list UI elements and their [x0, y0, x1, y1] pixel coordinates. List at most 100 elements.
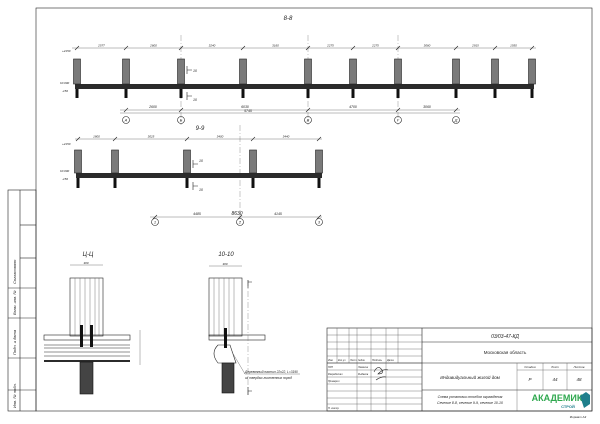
axis-label: Б: [180, 118, 183, 123]
title-block: 03/03-47-КД Московская область Индивидуа…: [326, 327, 593, 419]
header-cell: Изм.: [328, 359, 334, 362]
section-title: Ц-Ц: [83, 252, 94, 258]
dimension-label: 4485: [193, 212, 201, 216]
side-stamp: Согласовано Взам. инв. № Подп. и дата Ин…: [7, 189, 37, 412]
dimension-label: 3400: [217, 135, 224, 139]
dimension-label: 1550: [510, 44, 517, 48]
sheet-value: 44: [552, 377, 558, 382]
axis-label: Г: [397, 118, 400, 123]
post-footing: [306, 89, 310, 98]
dimension-label: 2275: [326, 44, 334, 48]
fence-post: [177, 58, 185, 85]
dimension-label: 2275: [371, 44, 379, 48]
stamp-approved: Согласовано: [12, 259, 17, 284]
dimension-label: 2600: [149, 44, 157, 48]
level-mid: ±0.000: [60, 169, 69, 173]
sheets-label: Листов: [573, 365, 585, 369]
role-norm-control: Н. контр.: [328, 407, 340, 410]
width-dim: 300: [83, 261, 88, 265]
fence-post: [74, 149, 82, 174]
dimension-label: 4700: [349, 105, 357, 109]
sheets-value: 48: [576, 377, 582, 382]
note-line-1: Деревянный настил 22х22, L=3190: [244, 370, 298, 374]
fence-post: [73, 58, 81, 85]
dimension-label: 3240: [209, 44, 216, 48]
dimension-label: 3160: [272, 44, 279, 48]
section-9-9: 9-9 +2150 ±0.000 -150 10 10 8630: [60, 125, 322, 222]
post-footing: [185, 178, 189, 188]
axis-label: В: [307, 118, 310, 123]
note-line-2: из твердых лиственных пород: [245, 376, 292, 380]
section-title: 10-10: [218, 252, 234, 258]
dimension-label: 2915: [471, 44, 479, 48]
fence-post: [394, 58, 402, 85]
axis-marker: [177, 116, 185, 124]
post-footing: [251, 178, 255, 188]
dimension-label: 6030: [241, 105, 249, 109]
dimension-label: 1800: [93, 135, 100, 139]
axis-label: 2: [238, 220, 242, 225]
cut-label: 10: [193, 98, 197, 102]
level-bot: -150: [62, 89, 68, 93]
name-developer: Рыбаков: [358, 373, 369, 376]
role-checker: Проверил: [328, 380, 340, 383]
axis-label: А: [124, 118, 128, 123]
dimension-label: 3060: [423, 105, 431, 109]
axis-marker: [452, 116, 460, 124]
cut-label: 10: [199, 188, 203, 192]
stamp-sign-date: Подп. и дата: [12, 329, 17, 355]
fence-post: [111, 149, 119, 174]
document-code: 03/03-47-КД: [491, 334, 519, 340]
logo-sub: СТРОЙ: [561, 404, 575, 409]
post-footing: [493, 89, 497, 98]
cut-label: 10: [193, 69, 197, 73]
post-footing: [75, 89, 79, 98]
axis-marker: [151, 218, 159, 226]
signature: [373, 367, 389, 381]
fence-post: [304, 58, 312, 85]
stage-value: Р: [528, 377, 531, 382]
post-footing: [241, 89, 245, 98]
section-title: 9-9: [196, 126, 205, 132]
logo-main: АКАДЕМИК: [532, 393, 583, 403]
sheet-label: Лист: [550, 365, 559, 369]
header-cell: №док.: [358, 359, 366, 362]
post-footing: [76, 178, 80, 188]
format-label: Формат А3: [570, 415, 587, 419]
axis-label: 1: [154, 220, 156, 225]
fence-post: [239, 58, 247, 85]
post-footing: [351, 89, 355, 98]
overall-dim: 8630: [231, 211, 242, 217]
header-cell: Кол.уч: [338, 359, 346, 362]
post-footing: [124, 89, 128, 98]
axis-label: Д: [454, 118, 458, 123]
post-footing: [530, 89, 534, 98]
fence-post: [349, 58, 357, 85]
role-gip: ГИП: [328, 366, 333, 369]
fence-post: [452, 58, 460, 85]
axis-marker: [122, 116, 130, 124]
post-footing: [113, 178, 117, 188]
axis-label: 3: [318, 220, 321, 225]
stamp-replaced: Взам. инв. №: [12, 290, 17, 315]
logo-icon: [580, 392, 590, 408]
width-dim: 300: [222, 262, 227, 266]
fence-post: [528, 58, 536, 85]
dimension-label: 3440: [283, 135, 290, 139]
axis-marker: [394, 116, 402, 124]
dimension-label: 3060: [424, 44, 431, 48]
project-name: Индивидуальный жилой дом: [440, 374, 500, 380]
header-cell: Лист: [349, 359, 356, 362]
header-cell: Дата: [386, 359, 394, 362]
header-cell: Подпись: [372, 359, 383, 362]
post-footing: [454, 89, 458, 98]
level-top: +2150: [62, 142, 71, 146]
region: Московская область: [484, 350, 527, 355]
fence-post: [315, 149, 323, 174]
axis-marker: [304, 116, 312, 124]
section-title: 8-8: [284, 16, 293, 22]
fence-post: [249, 149, 257, 174]
level-top: +2150: [62, 49, 71, 53]
fence-post: [183, 149, 191, 174]
